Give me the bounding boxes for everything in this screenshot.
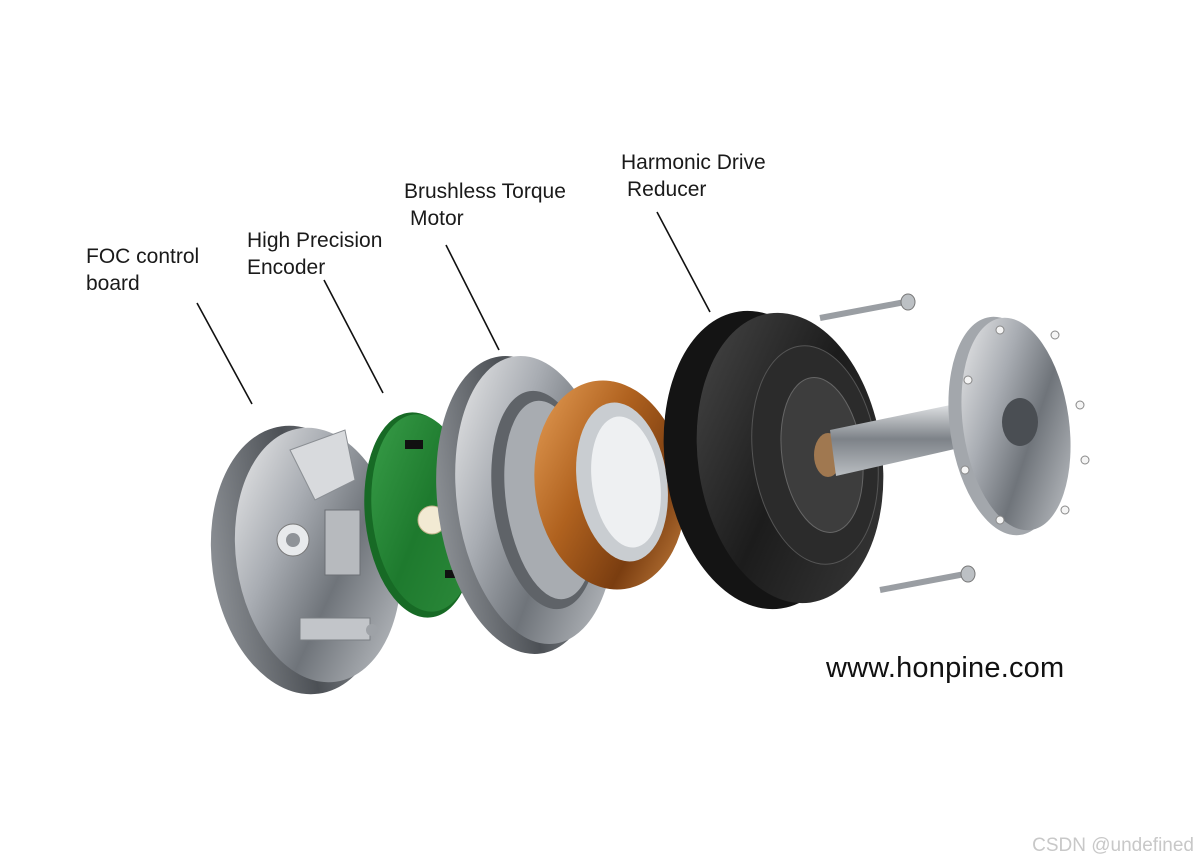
label-brushless-torque-motor: Brushless Torque Motor <box>404 178 566 232</box>
label-motor-line2: Motor <box>410 207 464 230</box>
label-encoder-line2: Encoder <box>247 256 326 279</box>
leader-line-motor <box>445 244 500 351</box>
leader-line-foc <box>196 302 253 405</box>
label-reducer-line2: Reducer <box>627 178 707 201</box>
leader-line-reducer <box>656 211 711 313</box>
leader-line-encoder <box>323 279 384 394</box>
harmonic-reducer <box>663 310 884 610</box>
mounting-bolts <box>819 293 976 593</box>
label-harmonic-drive-reducer: Harmonic Drive Reducer <box>621 149 766 203</box>
label-foc-control-board: FOC control board <box>86 243 199 297</box>
label-encoder-line1: High Precision <box>247 229 383 252</box>
label-motor-line1: Brushless Torque <box>404 180 566 203</box>
leader-lines <box>196 211 711 405</box>
foc-board-housing <box>210 425 402 695</box>
website-text: www.honpine.com <box>826 652 1065 684</box>
label-foc-line2: board <box>86 272 140 295</box>
watermark-text: CSDN @undefined <box>1032 835 1194 856</box>
label-high-precision-encoder: High Precision Encoder <box>247 227 382 281</box>
motor-rotor-copper <box>534 380 686 590</box>
label-foc-line1: FOC control <box>86 245 200 268</box>
label-reducer-line1: Harmonic Drive <box>621 151 766 174</box>
output-shaft-flange <box>830 316 1090 536</box>
